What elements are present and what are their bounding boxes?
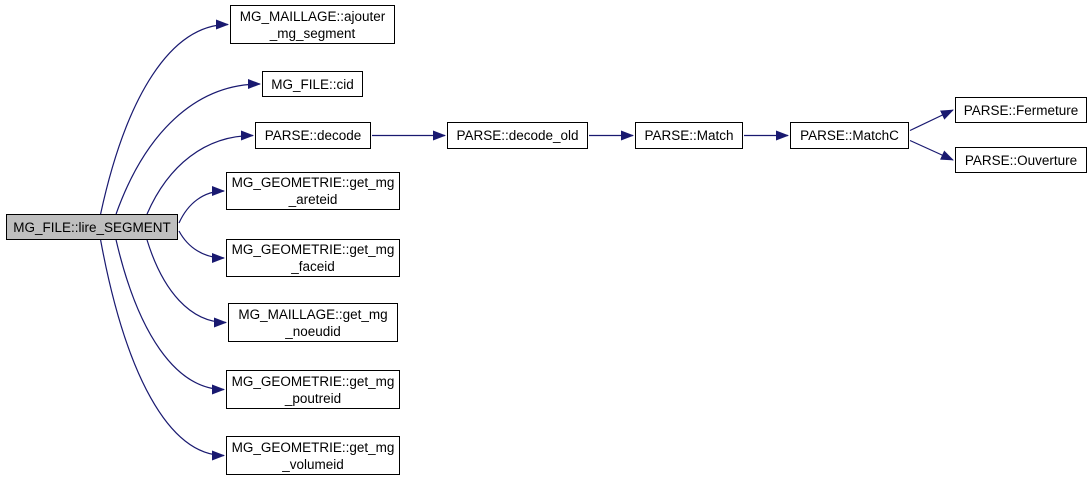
node-fermeture[interactable]: PARSE::Fermeture (955, 97, 1087, 123)
node-label: _noeudid (285, 323, 341, 339)
node-noeudid[interactable]: MG_MAILLAGE::get_mg_noeudid (228, 303, 398, 342)
node-label: PARSE::MatchC (800, 128, 899, 143)
edge-matchc-ouverture (909, 139, 954, 161)
node-label: MG_MAILLAGE::ajouter (239, 8, 386, 24)
edge-lire_segment-faceid (178, 230, 225, 263)
node-label: PARSE::decode_old (456, 128, 579, 143)
node-label: _mg_segment (269, 25, 356, 41)
edge-lire_segment-poutreid (115, 239, 225, 395)
node-ouverture[interactable]: PARSE::Ouverture (955, 147, 1087, 173)
edge-lire_segment-noeudid (146, 239, 227, 328)
node-label: _volumeid (282, 456, 344, 472)
node-volumeid[interactable]: MG_GEOMETRIE::get_mg_volumeid (226, 436, 400, 475)
node-faceid[interactable]: MG_GEOMETRIE::get_mg_faceid (226, 239, 400, 277)
node-label: _areteid (288, 192, 338, 207)
node-label: MG_FILE::cid (271, 76, 354, 92)
node-label: PARSE::Match (644, 128, 734, 143)
node-areteid[interactable]: MG_GEOMETRIE::get_mg_areteid (226, 172, 400, 210)
node-match[interactable]: PARSE::Match (635, 122, 743, 149)
edge-matchc-fermeture (909, 109, 954, 132)
node-decode[interactable]: PARSE::decode (255, 122, 371, 149)
node-label: MG_GEOMETRIE::get_mg (231, 175, 395, 190)
node-label: MG_GEOMETRIE::get_mg (231, 373, 395, 389)
edge-lire_segment-volumeid (100, 239, 225, 461)
edge-lire_segment-areteid (178, 186, 225, 224)
node-label: PARSE::Fermeture (963, 102, 1079, 118)
node-label: _faceid (291, 259, 335, 274)
node-lire_segment: MG_FILE::lire_SEGMENT (6, 214, 178, 240)
node-label: _poutreid (284, 390, 342, 406)
node-label: MG_GEOMETRIE::get_mg (231, 439, 395, 455)
node-label: MG_MAILLAGE::get_mg (238, 306, 388, 322)
node-ajouter[interactable]: MG_MAILLAGE::ajouter_mg_segment (230, 5, 395, 44)
edge-lire_segment-ajouter (100, 19, 229, 215)
node-cid[interactable]: MG_FILE::cid (262, 71, 363, 97)
node-decode_old[interactable]: PARSE::decode_old (447, 122, 588, 149)
node-matchc[interactable]: PARSE::MatchC (790, 122, 909, 149)
node-label: MG_GEOMETRIE::get_mg (231, 242, 395, 257)
node-poutreid[interactable]: MG_GEOMETRIE::get_mg_poutreid (226, 370, 400, 409)
node-label: MG_FILE::lire_SEGMENT (13, 219, 171, 235)
node-label: PARSE::Ouverture (964, 152, 1078, 168)
node-label: PARSE::decode (264, 128, 362, 143)
